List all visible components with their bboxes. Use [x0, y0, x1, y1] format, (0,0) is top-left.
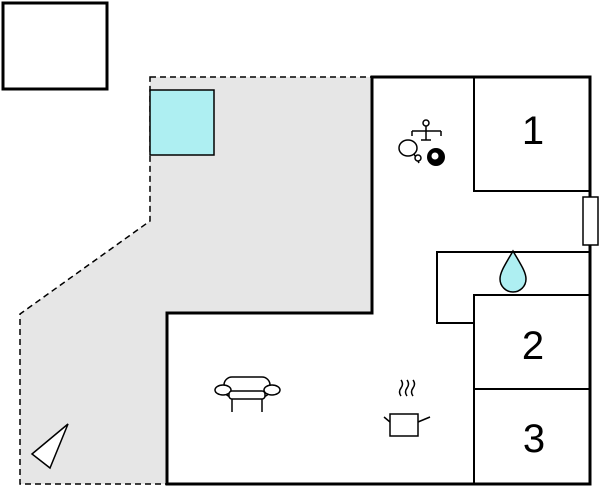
- room-3: [473, 388, 591, 485]
- room-label-2: 2: [522, 324, 544, 368]
- room-1: [473, 76, 591, 192]
- window: [582, 196, 599, 246]
- ping-pong-icon: [398, 139, 422, 164]
- pool: [149, 89, 215, 156]
- sofa-icon: [214, 376, 281, 412]
- water-drop-icon: [499, 249, 527, 293]
- billiard-ball-icon: [427, 148, 445, 166]
- outbuilding: [1, 1, 109, 91]
- compass-arrow-icon: [30, 423, 69, 470]
- room-label-1: 1: [522, 109, 544, 153]
- room-label-3: 3: [523, 417, 545, 461]
- table-football-icon: [411, 119, 442, 141]
- cooking-pot-icon: [383, 379, 431, 437]
